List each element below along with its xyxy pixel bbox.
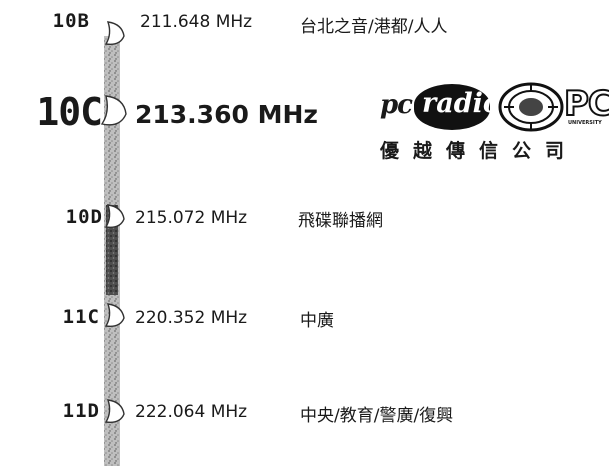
channel-row-10c: 10C 213.360 MHz — [0, 90, 609, 170]
channel-frequency: 213.360 MHz — [135, 100, 318, 129]
channel-frequency: 215.072 MHz — [135, 208, 248, 228]
channel-row-11d: 11D 222.064 MHz 中央/教育/警廣/復興 — [0, 395, 609, 435]
channel-block-label: 10C — [36, 90, 103, 134]
channel-frequency: 211.648 MHz — [140, 12, 253, 32]
pc-university-logo-text: PC — [563, 83, 609, 125]
company-name: 優越傳信公司 — [380, 140, 579, 162]
channel-block-label: 11C — [62, 306, 100, 328]
channel-row-10d: 10D 215.072 MHz 飛碟聯播網 — [0, 200, 609, 240]
channel-row-10b: 10B 211.648 MHz 台北之音/港都/人人 — [0, 2, 609, 42]
channel-frequency: 222.064 MHz — [135, 402, 248, 422]
radio-logo-text: radio — [422, 88, 501, 119]
leaf-node-10c — [100, 95, 127, 126]
radio-logo-badge — [414, 84, 490, 130]
leaf-node-11d — [104, 399, 125, 424]
channel-block-label: 10D — [65, 206, 103, 228]
university-caption: UNIVERSITY — [568, 120, 602, 126]
leaf-nodes — [100, 21, 127, 424]
channel-block-label: 11D — [62, 400, 100, 422]
channel-block-label: 10B — [52, 10, 90, 32]
channel-stations: 中央/教育/警廣/復興 — [300, 406, 454, 426]
leaf-node-10d — [104, 204, 125, 229]
channel-stations: 台北之音/港都/人人 — [300, 17, 448, 37]
channel-stations: 中廣 — [300, 311, 334, 331]
sponsor-logos: pc radio PC UNIVERSITY 優越傳信公司 — [378, 80, 609, 170]
channel-stations: 飛碟聯播網 — [298, 211, 383, 231]
channel-row-11c: 11C 220.352 MHz 中廣 — [0, 300, 609, 340]
pc-logo-text: pc — [380, 90, 413, 120]
university-seal-icon — [498, 82, 564, 132]
channel-frequency: 220.352 MHz — [135, 308, 248, 328]
leaf-node-11c — [104, 303, 125, 328]
leaf-node-10b — [104, 21, 125, 46]
